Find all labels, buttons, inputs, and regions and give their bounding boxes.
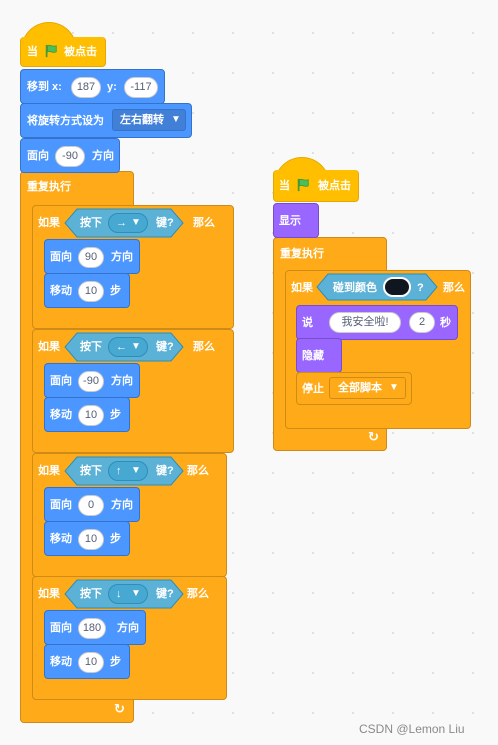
watermark: CSDN @Lemon Liu (359, 722, 465, 736)
face-direction-input[interactable]: 180 (78, 618, 106, 639)
stop-dropdown[interactable]: 全部脚本 ▼ (329, 377, 406, 399)
key-dropdown[interactable] (108, 337, 148, 357)
stop-value: 全部脚本 (338, 382, 382, 394)
move-steps-input[interactable]: 10 (78, 281, 104, 302)
then-label: 那么 (187, 465, 209, 477)
key-value: → (116, 217, 127, 229)
rotation-style-dropdown[interactable]: 左右翻转 ▼ (112, 109, 186, 131)
press-label: 按下 (80, 465, 102, 477)
green-flag-icon (297, 178, 309, 192)
loop-arrow-icon: ↻ (368, 429, 379, 444)
key-suffix-label: 键? (156, 588, 174, 600)
face-suffix: 方向 (111, 499, 133, 511)
green-flag-hat-body[interactable] (20, 37, 106, 67)
key-dropdown[interactable] (108, 461, 148, 481)
face-label: 面向 (27, 150, 49, 162)
touching-color-label: 碰到颜色 (333, 282, 377, 294)
then-label: 那么 (193, 341, 215, 353)
press-label: 按下 (80, 217, 102, 229)
if-label: 如果 (38, 217, 60, 229)
face-label: 面向 (50, 375, 72, 387)
face-direction-input[interactable]: -90 (78, 371, 104, 392)
face-suffix: 方向 (111, 375, 133, 387)
rotation-label: 将旋转方式设为 (27, 115, 104, 127)
loop-arrow-icon: ↻ (114, 701, 125, 716)
color-swatch[interactable] (383, 277, 411, 297)
face-suffix: 方向 (111, 251, 133, 263)
face-label: 面向 (50, 251, 72, 263)
if-label: 如果 (38, 465, 60, 477)
move-label: 移动 (50, 656, 72, 668)
if-label: 如果 (38, 588, 60, 600)
green-flag-hat-body-2[interactable] (273, 170, 359, 202)
face-direction-input[interactable]: -90 (55, 146, 85, 167)
key-suffix-label: 键? (156, 465, 174, 477)
hat-when-label-2: 当 (279, 180, 290, 192)
move-steps-input[interactable]: 10 (78, 529, 104, 550)
key-suffix-label: 键? (156, 341, 174, 353)
move-steps-input[interactable]: 10 (78, 405, 104, 426)
key-value: ↑ (116, 465, 122, 477)
face-suffix: 方向 (92, 150, 114, 162)
hide-label: 隐藏 (302, 350, 324, 362)
move-label: 移动 (50, 409, 72, 421)
dropdown-arrow-icon: ▼ (131, 217, 141, 228)
move-suffix: 步 (110, 285, 121, 297)
face-direction-input[interactable]: 0 (78, 495, 104, 516)
say-text-input[interactable]: 我安全啦! (329, 312, 401, 333)
face-label: 面向 (50, 622, 72, 634)
if-label: 如果 (291, 282, 313, 294)
hat-when-label: 当 (27, 46, 38, 58)
stop-label: 停止 (302, 383, 324, 395)
green-flag-icon (45, 44, 57, 58)
if-label: 如果 (38, 341, 60, 353)
press-label: 按下 (80, 588, 102, 600)
forever-label: 重复执行 (27, 181, 71, 193)
move-suffix: 步 (110, 656, 121, 668)
move-suffix: 步 (110, 533, 121, 545)
key-value: ← (116, 341, 127, 353)
face-label: 面向 (50, 499, 72, 511)
goto-label: 移到 x: (27, 81, 62, 93)
face-direction-input[interactable]: 90 (78, 247, 104, 268)
key-dropdown[interactable] (108, 584, 148, 604)
move-label: 移动 (50, 533, 72, 545)
then-label: 那么 (193, 217, 215, 229)
forever-label-2: 重复执行 (280, 248, 324, 260)
goto-y-label: y: (107, 81, 117, 93)
move-steps-input[interactable]: 10 (78, 652, 104, 673)
say-secs-input[interactable]: 2 (409, 312, 435, 333)
goto-x-input[interactable]: 187 (71, 77, 101, 98)
then-label: 那么 (187, 588, 209, 600)
key-dropdown[interactable] (108, 213, 148, 233)
dropdown-arrow-icon: ▼ (131, 588, 141, 599)
then-label: 那么 (443, 282, 465, 294)
key-value: ↓ (116, 588, 122, 600)
dropdown-arrow-icon: ▼ (131, 341, 141, 352)
rotation-value: 左右翻转 (120, 114, 164, 126)
dropdown-arrow-icon: ▼ (171, 114, 181, 125)
hat-clicked-label-2: 被点击 (318, 180, 351, 192)
say-suffix: 秒 (440, 317, 451, 329)
dropdown-arrow-icon: ▼ (389, 382, 399, 393)
show-label: 显示 (279, 215, 301, 227)
show-block[interactable] (273, 203, 319, 238)
touching-q-label: ? (417, 282, 424, 294)
key-suffix-label: 键? (156, 217, 174, 229)
goto-y-input[interactable]: -117 (124, 77, 158, 98)
press-label: 按下 (80, 341, 102, 353)
dropdown-arrow-icon: ▼ (131, 465, 141, 476)
hide-block[interactable] (296, 338, 342, 373)
move-suffix: 步 (110, 409, 121, 421)
hat-clicked-label: 被点击 (64, 46, 97, 58)
say-label: 说 (302, 317, 313, 329)
face-suffix: 方向 (117, 622, 139, 634)
move-label: 移动 (50, 285, 72, 297)
